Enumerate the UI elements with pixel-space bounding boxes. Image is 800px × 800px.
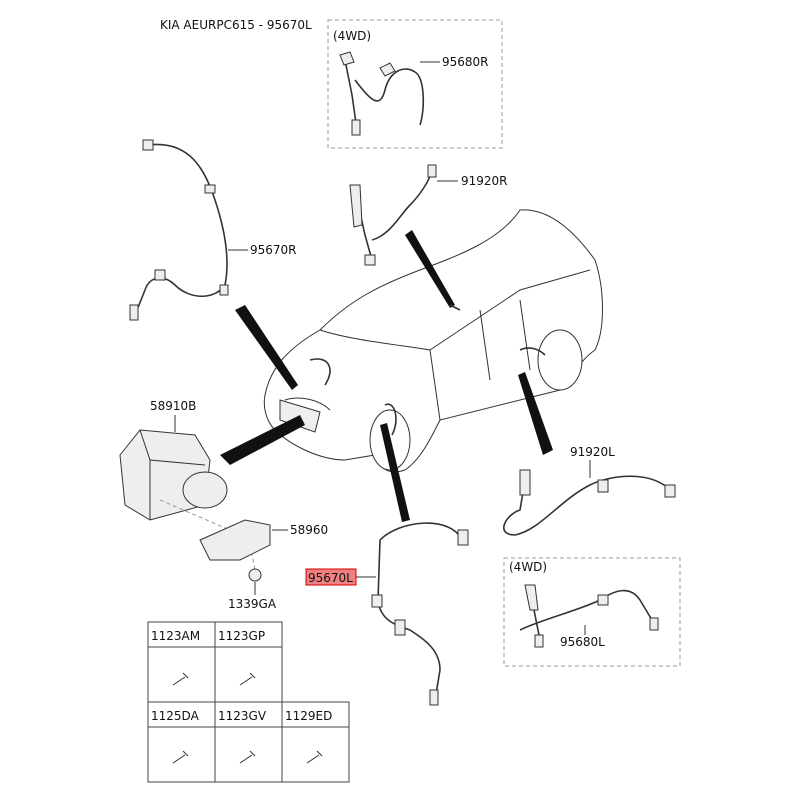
label-95680L: 95680L [560,635,605,649]
bolt-icon [172,672,189,686]
label-91920L: 91920L [570,445,615,459]
vehicle-illustration [263,209,603,473]
bolt-icon [172,750,189,764]
label-58960: 58960 [290,523,328,537]
label-4wd-left: (4WD) [509,560,547,574]
pointer-abs-unit [220,415,305,465]
installed-harness [309,304,546,436]
sensor-95680R [339,51,425,136]
pointer-rear-left [518,372,553,455]
diagram-title: KIA AEURPC615 - 95670L [160,18,312,32]
nut-1339GA [248,568,262,582]
label-91920R: 91920R [461,174,508,188]
label-1339GA: 1339GA [228,597,277,611]
label-95670L[interactable]: 95670L [308,571,353,585]
label-58910B: 58910B [150,399,196,413]
pointer-front-left [380,423,410,522]
assembly-dashes [159,499,256,571]
highlight-95670L[interactable] [305,568,357,586]
sensor-95670R [129,139,229,321]
label-95670R: 95670R [250,243,297,257]
pointer-front-right [235,305,298,390]
cell-1125DA: 1125DA [151,709,200,723]
bracket-58960 [199,519,271,561]
bolt-icon [239,750,256,764]
sensor-95670L [371,522,469,706]
cell-1123AM: 1123AM [151,629,200,643]
box-4wd-left [503,557,681,667]
cell-1129ED: 1129ED [285,709,332,723]
cell-1123GP: 1123GP [218,629,265,643]
box-4wd-right [327,19,503,149]
bolt-icon [239,672,256,686]
harness-91920L [503,469,676,536]
bolt-icon [306,750,323,764]
label-95680R: 95680R [442,55,489,69]
label-4wd-right: (4WD) [333,29,371,43]
pointer-rear-right [405,230,455,308]
sensor-95680L [519,584,659,648]
abs-unit-58910B [119,429,228,521]
harness-91920R [349,164,437,266]
fastener-table: 1123AM 1123GP 1125DA 1123GV 1129ED [147,621,350,783]
cell-1123GV: 1123GV [218,709,267,723]
